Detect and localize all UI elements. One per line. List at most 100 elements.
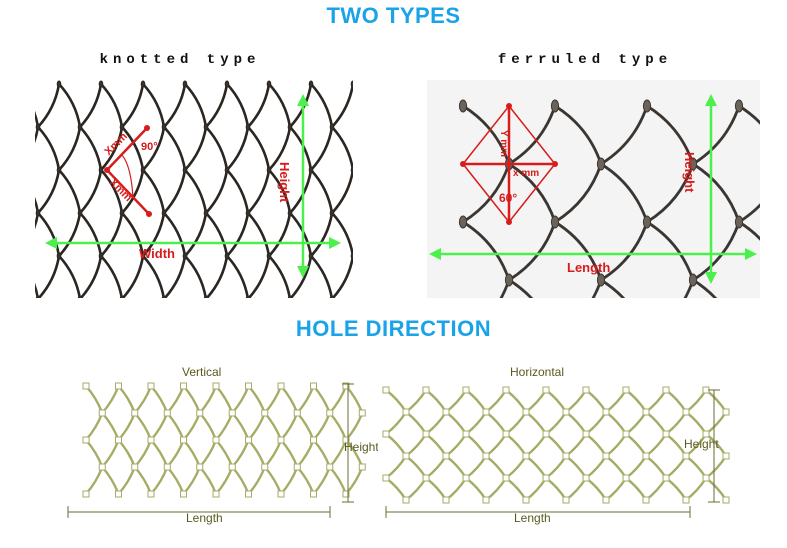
mesh-strand xyxy=(36,211,61,258)
knotted-xmm-label-1: Xmm xyxy=(102,130,130,158)
mesh-strand xyxy=(204,125,229,172)
mesh-strand xyxy=(231,438,250,469)
mesh-strand xyxy=(599,104,649,166)
mesh-strand xyxy=(309,125,334,172)
mesh-node xyxy=(82,436,90,444)
ferruled-red-annotations xyxy=(462,105,556,223)
ferruled-type-label: ferruled type xyxy=(497,52,673,68)
mesh-strand xyxy=(214,465,234,496)
mesh-node xyxy=(582,430,590,438)
mesh-node xyxy=(203,209,209,217)
mesh-strand xyxy=(312,384,331,415)
mesh-strand xyxy=(737,220,760,241)
mesh-node xyxy=(622,386,630,394)
mesh-node xyxy=(245,436,252,444)
mesh-strand xyxy=(141,211,166,258)
mesh-node xyxy=(310,490,317,498)
mesh-strand xyxy=(78,168,103,215)
mesh-strand xyxy=(267,125,292,172)
mesh-node xyxy=(688,273,698,287)
mesh-strand xyxy=(183,211,208,258)
mesh-node xyxy=(422,386,430,394)
mesh-node xyxy=(196,463,204,471)
mesh-node xyxy=(98,166,104,174)
mesh-node xyxy=(77,295,83,298)
horizontal-length-label: Length xyxy=(514,511,551,525)
mesh-strand xyxy=(683,278,695,298)
mesh-node xyxy=(350,166,353,174)
mesh-strand xyxy=(231,411,250,442)
mesh-strand xyxy=(263,384,283,415)
mesh-node xyxy=(482,496,490,504)
mesh-strand xyxy=(328,465,348,496)
mesh-node xyxy=(245,295,251,298)
mesh-node xyxy=(98,409,106,417)
mesh-strand xyxy=(312,411,331,442)
mesh-node xyxy=(382,386,390,394)
vertical-dimension-lines xyxy=(67,383,354,518)
mesh-node xyxy=(131,409,139,417)
mesh-strand xyxy=(330,125,353,172)
mesh-strand xyxy=(296,465,315,496)
horizontal-mesh-diagram: Horizontal Height Length xyxy=(382,365,730,525)
mesh-strand xyxy=(198,384,218,415)
mesh-strand xyxy=(166,411,185,442)
mesh-strand xyxy=(36,168,61,215)
mesh-node xyxy=(462,386,470,394)
mesh-node xyxy=(682,408,690,416)
mesh-strand xyxy=(133,465,153,496)
knotted-x-arrow-2 xyxy=(106,169,150,215)
mesh-strand xyxy=(279,438,299,469)
mesh-node xyxy=(442,452,450,460)
mesh-node xyxy=(702,474,710,482)
mesh-strand xyxy=(101,465,120,496)
mesh-node xyxy=(582,386,590,394)
ferruled-edge-4 xyxy=(508,163,556,223)
knotted-red-points xyxy=(104,125,152,217)
mesh-strand xyxy=(101,411,120,442)
mesh-node xyxy=(203,123,209,131)
mesh-node xyxy=(180,382,187,390)
mesh-strand xyxy=(691,278,718,298)
mesh-node xyxy=(261,409,269,417)
mesh-node xyxy=(642,215,652,229)
mesh-node xyxy=(642,452,650,460)
mesh-strand xyxy=(247,411,266,442)
knotted-angle-arc xyxy=(120,153,134,199)
mesh-node xyxy=(163,463,171,471)
mesh-strand xyxy=(35,110,40,129)
mesh-strand xyxy=(279,384,299,415)
mesh-strand xyxy=(263,438,283,469)
knotted-height-label: Height xyxy=(277,162,292,203)
mesh-strand xyxy=(247,254,271,298)
mesh-strand xyxy=(162,125,187,172)
mesh-strand xyxy=(247,438,266,469)
mesh-node xyxy=(182,80,188,88)
mesh-strand xyxy=(133,411,153,442)
mesh-strand xyxy=(599,278,626,298)
mesh-node xyxy=(562,496,570,504)
mesh-strand xyxy=(553,220,603,282)
mesh-node xyxy=(308,166,314,174)
mesh-node xyxy=(402,452,410,460)
knot-point xyxy=(144,125,150,131)
mesh-node xyxy=(182,166,188,174)
horizontal-dimension-lines xyxy=(385,389,720,518)
mesh-node xyxy=(224,80,230,88)
mesh-node xyxy=(287,295,293,298)
mesh-strand xyxy=(591,278,603,298)
mesh-strand xyxy=(84,465,104,496)
mesh-strand xyxy=(599,162,649,224)
mesh-node xyxy=(147,436,155,444)
mesh-node xyxy=(502,430,510,438)
knotted-green-annotations xyxy=(53,102,333,270)
mesh-strand xyxy=(57,82,82,129)
mesh-strand xyxy=(225,82,250,129)
mesh-strand xyxy=(330,82,353,129)
mesh-strand xyxy=(645,220,695,282)
mesh-node xyxy=(442,408,450,416)
ferruled-height-label: Height xyxy=(682,152,697,193)
mesh-strand xyxy=(57,211,82,258)
mesh-strand xyxy=(141,82,166,129)
mesh-strand xyxy=(289,254,313,298)
